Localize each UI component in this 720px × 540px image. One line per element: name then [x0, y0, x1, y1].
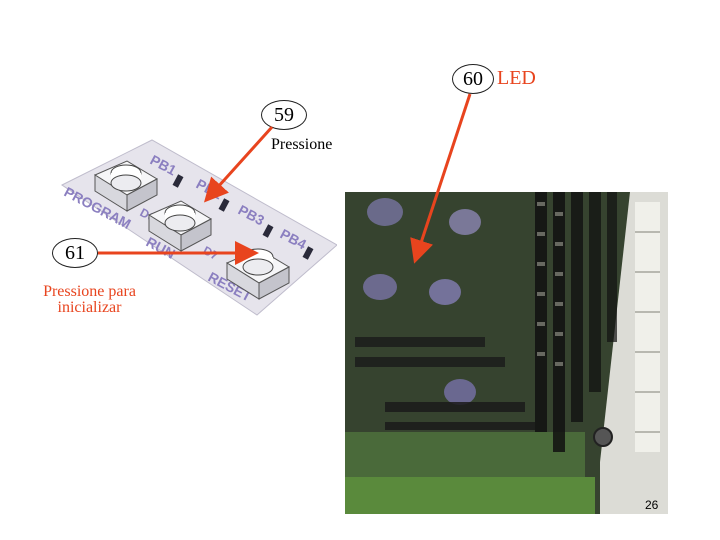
page-number: 26 — [645, 498, 659, 512]
callout-60-number: 60 — [463, 67, 483, 90]
callout-59-badge: 59 — [261, 100, 307, 130]
header-pins — [535, 192, 617, 452]
callout-59-label: Pressione — [271, 136, 333, 153]
connector-ridges — [635, 231, 660, 433]
callout-60-label: LED — [497, 67, 536, 89]
component-rows — [355, 337, 535, 430]
callout-61-number: 61 — [65, 241, 85, 264]
circuit-board-photo — [345, 192, 668, 514]
push-button-2 — [147, 200, 213, 252]
button-board-illustration: PB1 PB2 PB3 PB4 PROGRAM RUN RESET D6 D7 — [61, 139, 337, 316]
callout-60-badge: 60 — [452, 64, 494, 94]
callout-61-badge: 61 — [52, 238, 98, 268]
push-button-1 — [93, 160, 159, 212]
callout-61-label: Pressione para inicializar — [43, 283, 136, 316]
callout-59-number: 59 — [274, 103, 294, 126]
